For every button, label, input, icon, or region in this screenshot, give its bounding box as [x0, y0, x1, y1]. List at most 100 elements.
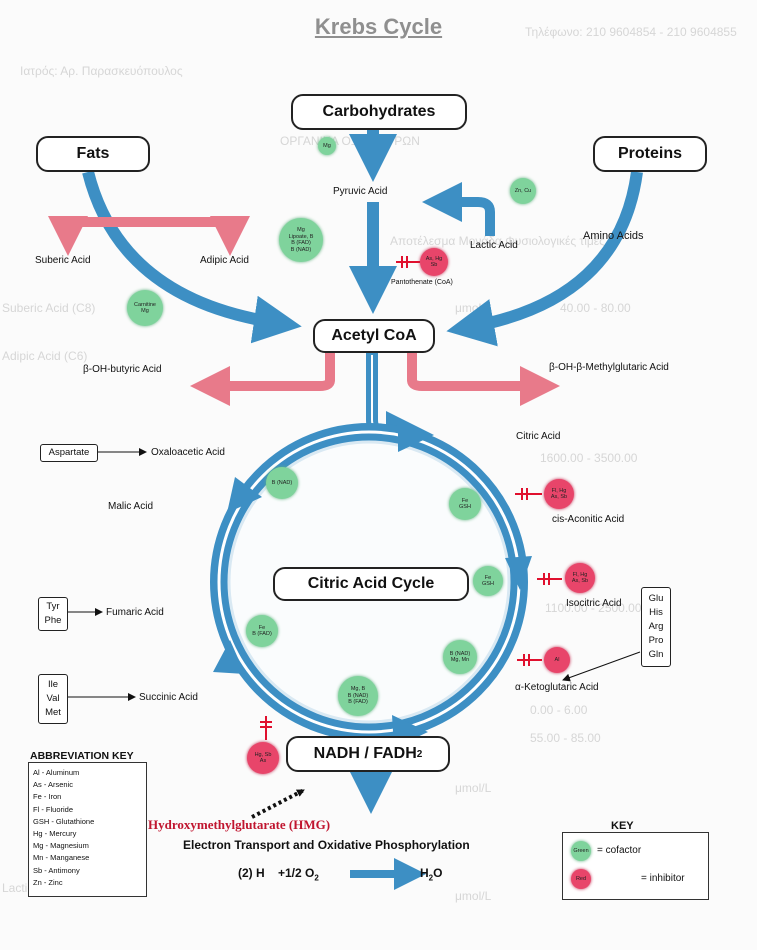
abbreviation-item: Mg - Magnesium	[33, 841, 89, 851]
ring-arrowhead	[398, 418, 432, 452]
amino-label: Pro	[648, 635, 664, 646]
abbreviation-item: Al - Aluminum	[33, 768, 80, 777]
cofactor-text: B (FAD)	[348, 699, 368, 706]
inhibit-mark	[537, 573, 562, 585]
citric-acid-cycle-label: Citric Acid Cycle	[307, 575, 435, 592]
b-oh-methylglutaric-label: β-OH-β-Methylglutaric Acid	[549, 362, 669, 373]
inhibitor-al-circle: Al	[544, 647, 570, 673]
abbreviation-item: Zn - Zinc	[33, 877, 63, 887]
carbohydrates-box: Carbohydrates	[291, 94, 467, 130]
hmg-label: Hydroxymethylglutarate (HMG)	[148, 817, 331, 832]
proteins-label: Proteins	[617, 145, 682, 162]
cofactor-carnitine-circle: Carnitine Mg	[127, 290, 163, 326]
abbreviation-item: Sb - Antimony	[33, 865, 80, 875]
equation-right-h: H	[420, 866, 429, 880]
cofactor-text: Lipoate, B	[288, 233, 314, 240]
equation-right-o: O	[433, 866, 443, 880]
key-green-text: Green	[573, 847, 589, 854]
equation-left-text: (2) H +1/2 O	[238, 866, 315, 880]
cofactor-text: Fe	[484, 574, 492, 581]
key-inhibitor-circle: Red	[571, 869, 591, 889]
inhibitor-fl-hg-as-sb-circle: Fl, Hg As, Sb	[544, 479, 574, 509]
cofactor-zn-cu-circle: Zn, Cu	[510, 178, 536, 204]
a-ketoglutaric-acid-label: α-Ketoglutaric Acid	[515, 682, 599, 693]
key-cofactor-circle: Green	[571, 841, 591, 861]
cofactor-text: GSH	[459, 504, 471, 510]
cofactor-text: Fe	[258, 624, 266, 631]
abbreviation-item: Mn - Manganese	[33, 853, 90, 863]
tyr-phe-box: Tyr Phe	[38, 597, 68, 631]
abbreviation-item: Fe - Iron	[33, 792, 62, 802]
acetyl-coa-box: Acetyl CoA	[313, 319, 435, 353]
amino-label: Phe	[44, 615, 62, 626]
legend-key: Green = cofactor Red = inhibitor	[562, 832, 709, 900]
lactic-acid-label: Lactic Acid	[470, 240, 518, 251]
equation-left: (2) H +1/2 O2	[238, 866, 319, 882]
key-cofactor-label: = cofactor	[597, 845, 642, 856]
abbreviation-key: Al - Aluminum As - Arsenic Fe - Iron Fl …	[28, 762, 147, 897]
amino-label: Met	[45, 707, 61, 718]
cofactor-text: B (NAD)	[271, 479, 293, 486]
cofactor-text: Mg	[323, 142, 331, 149]
inhibitor-as-hg-sb-circle: As, Hg Sb	[420, 248, 448, 276]
key-title: KEY	[611, 820, 634, 832]
amino-label: Val	[46, 693, 60, 704]
equation-right: H2O	[420, 866, 442, 882]
ile-val-met-box: Ile Val Met	[38, 674, 68, 724]
fats-box: Fats	[36, 136, 150, 172]
cofactor-text: Mg	[141, 308, 149, 314]
fumaric-acid-label: Fumaric Acid	[106, 607, 164, 618]
inhibit-mark	[396, 256, 420, 268]
suberic-branch-arrow	[48, 215, 148, 256]
amino-acids-label: Amino Acids	[583, 230, 644, 242]
cofactor-text: Carnitine	[133, 301, 156, 308]
inhibitor-text: As	[259, 758, 267, 764]
succinic-acid-label: Succinic Acid	[139, 692, 198, 703]
abbreviation-item: Fl - Fluoride	[33, 804, 74, 814]
cofactor-mg-b-circle: Mg, B B (NAD) B (FAD)	[338, 676, 378, 716]
carbohydrates-label: Carbohydrates	[322, 103, 436, 120]
ring-arrowhead	[505, 556, 532, 590]
abbreviation-item: As - Arsenic	[33, 780, 74, 790]
cofactor-text: B (NAD)	[449, 650, 471, 657]
abbreviation-list: Al - Aluminum As - Arsenic Fe - Iron Fl …	[33, 767, 146, 889]
inhibitor-text: Fl, Hg	[572, 571, 588, 578]
key-red-text: Red	[575, 875, 587, 882]
inhibitor-fl-hg-as-sb-circle: Fl, Hg As, Sb	[565, 563, 595, 593]
cofactor-b3-nad-circle: B (NAD)	[266, 467, 298, 499]
adipic-branch-arrow	[148, 215, 250, 256]
glu-group-arrow	[562, 651, 641, 682]
pyruvic-acid-label: Pyruvic Acid	[333, 186, 388, 197]
cofactor-text: B (FAD)	[252, 631, 272, 637]
inhibitor-text: As, Hg	[425, 255, 443, 262]
pantothenate-label: Pantothenate (CoA)	[391, 279, 453, 286]
amino-label: Arg	[648, 621, 664, 632]
inhibitor-text: As, Sb	[571, 578, 589, 584]
cofactor-text: B (NAD)	[347, 692, 369, 699]
cofactor-fe-gsh-circle: Fe GSH	[449, 488, 481, 520]
electron-transport-label: Electron Transport and Oxidative Phospho…	[183, 838, 470, 852]
cis-aconitic-acid-label: cis-Aconitic Acid	[552, 514, 625, 525]
ring-arrowhead	[227, 477, 262, 513]
amino-label: His	[649, 607, 663, 618]
inhibitor-text: As, Sb	[550, 494, 568, 500]
aspartate-label: Aspartate	[48, 447, 90, 458]
isocitric-acid-label: Isocitric Acid	[566, 598, 622, 609]
b-oh-butyric-label: β-OH-butyric Acid	[83, 364, 162, 375]
equation-right-sub: 2	[428, 873, 434, 883]
cofactor-text: B (FAD)	[291, 240, 311, 246]
cofactor-b1-mg-mn-circle: B (NAD) Mg, Mn	[443, 640, 477, 674]
proteins-box: Proteins	[593, 136, 707, 172]
citric-acid-cycle-box: Citric Acid Cycle	[273, 567, 469, 601]
inhibit-mark	[517, 654, 542, 666]
hmg-dotted-arrow	[251, 788, 305, 819]
amino-label: Glu	[648, 593, 664, 604]
aspartate-box: Aspartate	[40, 444, 98, 462]
inhibitor-text: Hg, Sb	[254, 751, 272, 758]
inhibitor-hg-sb-as-circle: Hg, Sb As	[247, 742, 279, 774]
inhibitor-text: Sb	[430, 262, 438, 268]
cofactor-text: Mg	[297, 227, 305, 233]
cofactor-text: GSH	[482, 581, 494, 587]
abbreviation-key-title: ABBREVIATION KEY	[30, 750, 134, 762]
